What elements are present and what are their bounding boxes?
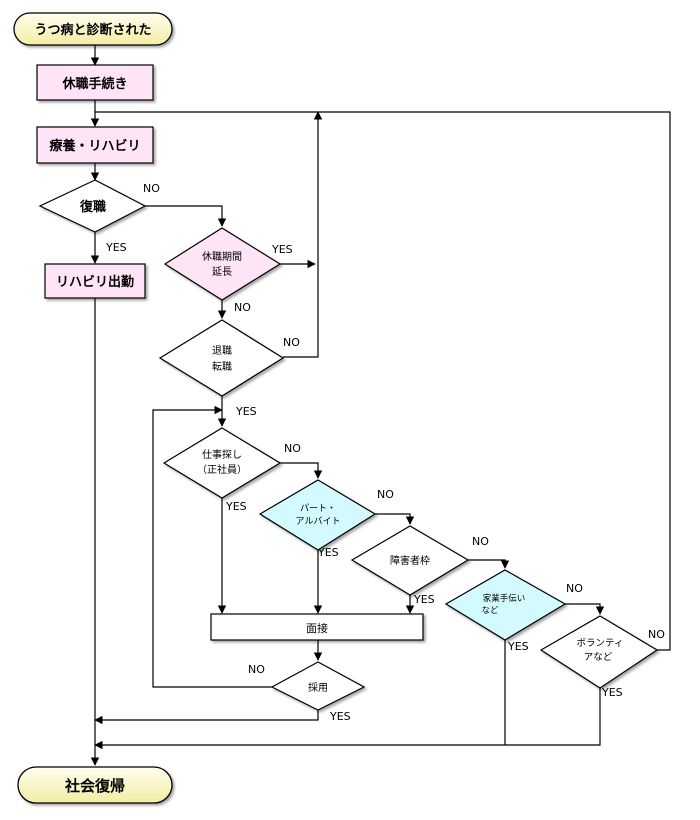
edge-disability-no [468,559,510,569]
extend-leave-line1: 休職期間 [202,251,242,263]
edge-jobhunt-no [280,462,323,479]
label-return-no: NO [143,182,160,195]
label-family-yes: YES [507,640,529,653]
hired-label: 採用 [308,681,328,694]
decision-retire-change: 退職 転職 [158,319,285,397]
leave-procedure-label: 休職手続き [61,76,127,92]
volunteer-line1: ボランティ [577,638,624,649]
part-time-line1: パート・ [300,503,336,514]
retire-change-line2: 転職 [212,361,232,373]
interview-label: 面接 [306,622,328,635]
label-volunteer-yes: YES [601,686,623,699]
label-jobhunt-no: NO [284,442,301,455]
start-label: うつ病と診断された [34,22,151,38]
label-parttime-no: NO [377,488,394,501]
end-terminal: 社会復帰 [17,766,173,804]
label-hired-yes: YES [329,710,351,723]
process-recuperation: 療養・リハビリ [36,126,154,164]
extend-leave-line2: 延長 [212,266,232,278]
edge-volunteer-no [95,111,671,651]
label-retire-no: NO [283,336,300,349]
edge-labels: NO YES YES NO NO YES NO YES NO YES NO YE… [105,182,665,723]
connectors [90,45,671,766]
family-business-line1: 家業手伝い [483,593,526,604]
job-hunt-line2: （正社員） [197,463,247,476]
part-time-line2: アルバイト [296,516,341,527]
process-leave-procedure: 休職手続き [36,64,154,101]
decision-return-to-work: 復職 [38,179,147,233]
job-hunt-line1: 仕事探し [202,448,242,461]
return-to-work-label: 復職 [79,199,106,215]
label-family-no: NO [566,582,583,595]
edge-hired-yes [94,710,319,725]
recuperation-label: 療養・リハビリ [49,138,140,154]
edge-family-no [565,603,605,615]
label-retire-yes: YES [235,405,257,418]
label-parttime-yes: YES [317,546,339,559]
decision-volunteer: ボランティ アなど [539,615,659,689]
volunteer-line2: アなど [584,652,613,663]
label-hired-no: NO [248,663,265,676]
decision-extend-leave: 休職期間 延長 [163,227,282,301]
label-disability-yes: YES [413,593,435,606]
edge-return-no [145,205,227,227]
end-label: 社会復帰 [64,777,125,795]
edge-hired-no-loop [152,405,272,688]
label-disability-no: NO [472,535,489,548]
decision-hired: 採用 [270,661,366,711]
decision-family-business: 家業手伝い など [444,569,567,641]
label-extend-no: NO [234,301,251,314]
retire-change-line1: 退職 [212,345,232,357]
decision-part-time: パート・ アルバイト [258,479,377,551]
edge-parttime-no [375,513,415,525]
edge-volunteer-yes [94,688,601,750]
edge-retire-no [283,111,323,358]
label-return-yes: YES [105,241,127,254]
label-volunteer-no: NO [648,628,665,641]
label-jobhunt-yes: YES [225,500,247,513]
process-rehab-commute: リハビリ出勤 [44,263,146,299]
rehab-commute-label: リハビリ出勤 [56,274,134,290]
decision-disability-quota: 障害者枠 [350,525,470,596]
family-business-line2: など [481,606,499,616]
start-terminal: うつ病と診断された [13,12,173,46]
label-extend-yes: YES [271,243,293,256]
decision-job-hunt: 仕事探し （正社員） [162,427,282,499]
disability-quota-label: 障害者枠 [390,554,430,567]
process-interview: 面接 [210,613,424,641]
